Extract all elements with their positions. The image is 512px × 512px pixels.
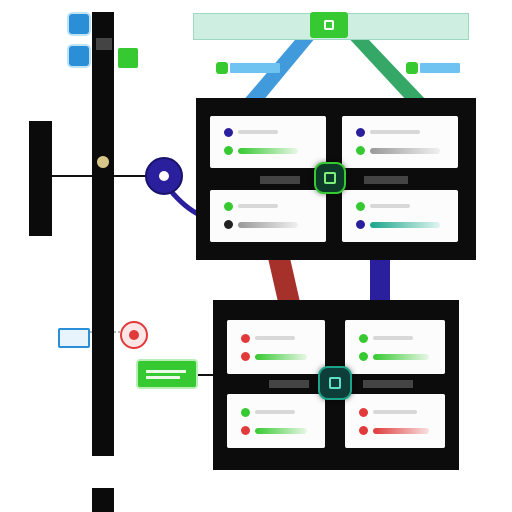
navy-node[interactable] [145, 157, 183, 195]
status-dot [356, 202, 365, 211]
record-core [129, 330, 139, 340]
hub-inner [329, 377, 341, 389]
card-bottom-left[interactable] [227, 394, 325, 448]
info-chip[interactable] [58, 328, 90, 348]
network-hub-icon[interactable] [318, 366, 352, 400]
ribbon-left [260, 176, 300, 184]
label-bar [373, 336, 413, 340]
status-dot [224, 128, 233, 137]
card-bottom-right[interactable] [345, 394, 445, 448]
card-top-left[interactable] [227, 320, 325, 374]
label-bar [373, 410, 417, 414]
ribbon-left [269, 380, 309, 388]
label-bar [370, 204, 410, 208]
ribbon-right [364, 176, 408, 184]
status-dot [224, 220, 233, 229]
label-bar [255, 336, 295, 340]
card-top-right[interactable] [345, 320, 445, 374]
top-pane [196, 98, 476, 260]
progress-bar [238, 222, 298, 228]
status-dot [359, 408, 368, 417]
status-dot [359, 334, 368, 343]
status-dot [356, 220, 365, 229]
spine-panel [96, 38, 112, 50]
bug-icon [97, 156, 109, 168]
status-dot [359, 352, 368, 361]
label-bar [238, 204, 278, 208]
card-bottom-left[interactable] [210, 190, 326, 242]
progress-bar [255, 428, 307, 434]
label-bar [238, 130, 278, 134]
green-chip[interactable] [138, 361, 196, 387]
chip-icon[interactable] [69, 14, 89, 34]
status-strip-right [420, 63, 460, 73]
status-dot [224, 202, 233, 211]
status-dot [356, 128, 365, 137]
status-chip-left[interactable] [216, 62, 228, 74]
progress-bar [370, 222, 440, 228]
green-square[interactable] [118, 48, 138, 68]
ribbon-right [363, 380, 413, 388]
progress-bar [238, 148, 298, 154]
status-dot [356, 146, 365, 155]
chip-icon[interactable] [69, 46, 89, 66]
chip-lines [146, 370, 186, 373]
status-dot [241, 408, 250, 417]
card-top-left[interactable] [210, 116, 326, 168]
maroon-link [268, 258, 300, 302]
label-bar [255, 410, 295, 414]
network-hub-icon[interactable] [314, 162, 346, 194]
status-dot [241, 352, 250, 361]
network-hub-icon [324, 20, 334, 30]
status-strip-left [230, 63, 280, 73]
progress-bar [255, 354, 307, 360]
left-spine [92, 12, 114, 456]
chip-lines [146, 376, 180, 379]
header-hub[interactable] [310, 12, 348, 38]
progress-bar [370, 148, 440, 154]
card-top-right[interactable] [342, 116, 458, 168]
label-bar [370, 130, 420, 134]
status-dot [241, 334, 250, 343]
status-dot [224, 146, 233, 155]
status-dot [359, 426, 368, 435]
record-icon[interactable] [120, 321, 148, 349]
card-bottom-right[interactable] [342, 190, 458, 242]
progress-bar [373, 428, 429, 434]
green-band [332, 20, 428, 102]
left-spine-stub [92, 488, 114, 512]
left-label-block [29, 121, 52, 236]
status-dot [241, 426, 250, 435]
navy-column [370, 258, 390, 302]
node-core [159, 171, 169, 181]
progress-bar [373, 354, 429, 360]
hub-inner [324, 172, 336, 184]
status-chip-right[interactable] [406, 62, 418, 74]
blue-band [242, 20, 330, 102]
